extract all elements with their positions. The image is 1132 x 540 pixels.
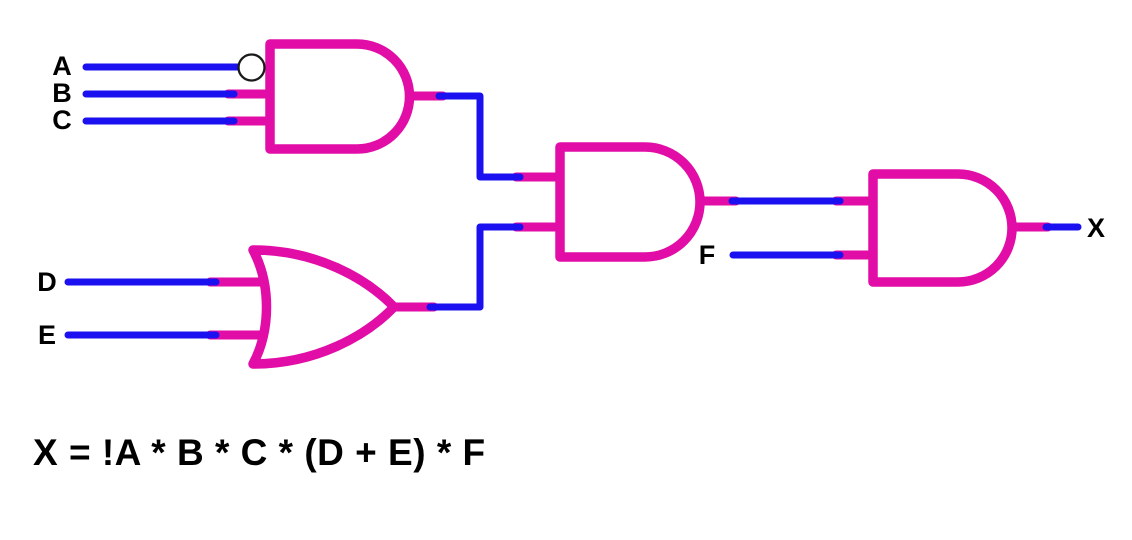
output-label-x: X bbox=[1087, 213, 1105, 243]
input-label-a: A bbox=[52, 51, 72, 81]
or-gate-2 bbox=[248, 245, 399, 369]
and-gate-4 bbox=[868, 169, 1017, 287]
and-gate-1 bbox=[265, 39, 415, 154]
and-gate-3 bbox=[555, 142, 705, 262]
signal-wires bbox=[64, 63, 1082, 339]
boolean-formula: X = !A * B * C * (D + E) * F bbox=[33, 432, 486, 473]
inverter-bubble-input-a bbox=[237, 53, 266, 82]
gate-bodies bbox=[237, 39, 1017, 369]
wire-gate2-to-gate3 bbox=[426, 223, 524, 311]
input-label-c: C bbox=[52, 105, 72, 135]
input-label-e: E bbox=[38, 320, 56, 350]
input-label-d: D bbox=[37, 267, 57, 297]
input-label-f: F bbox=[699, 240, 716, 270]
signal-labels: A B C D E F X bbox=[37, 51, 1105, 350]
input-label-b: B bbox=[52, 78, 72, 108]
wire-gate1-to-gate3 bbox=[435, 92, 524, 181]
